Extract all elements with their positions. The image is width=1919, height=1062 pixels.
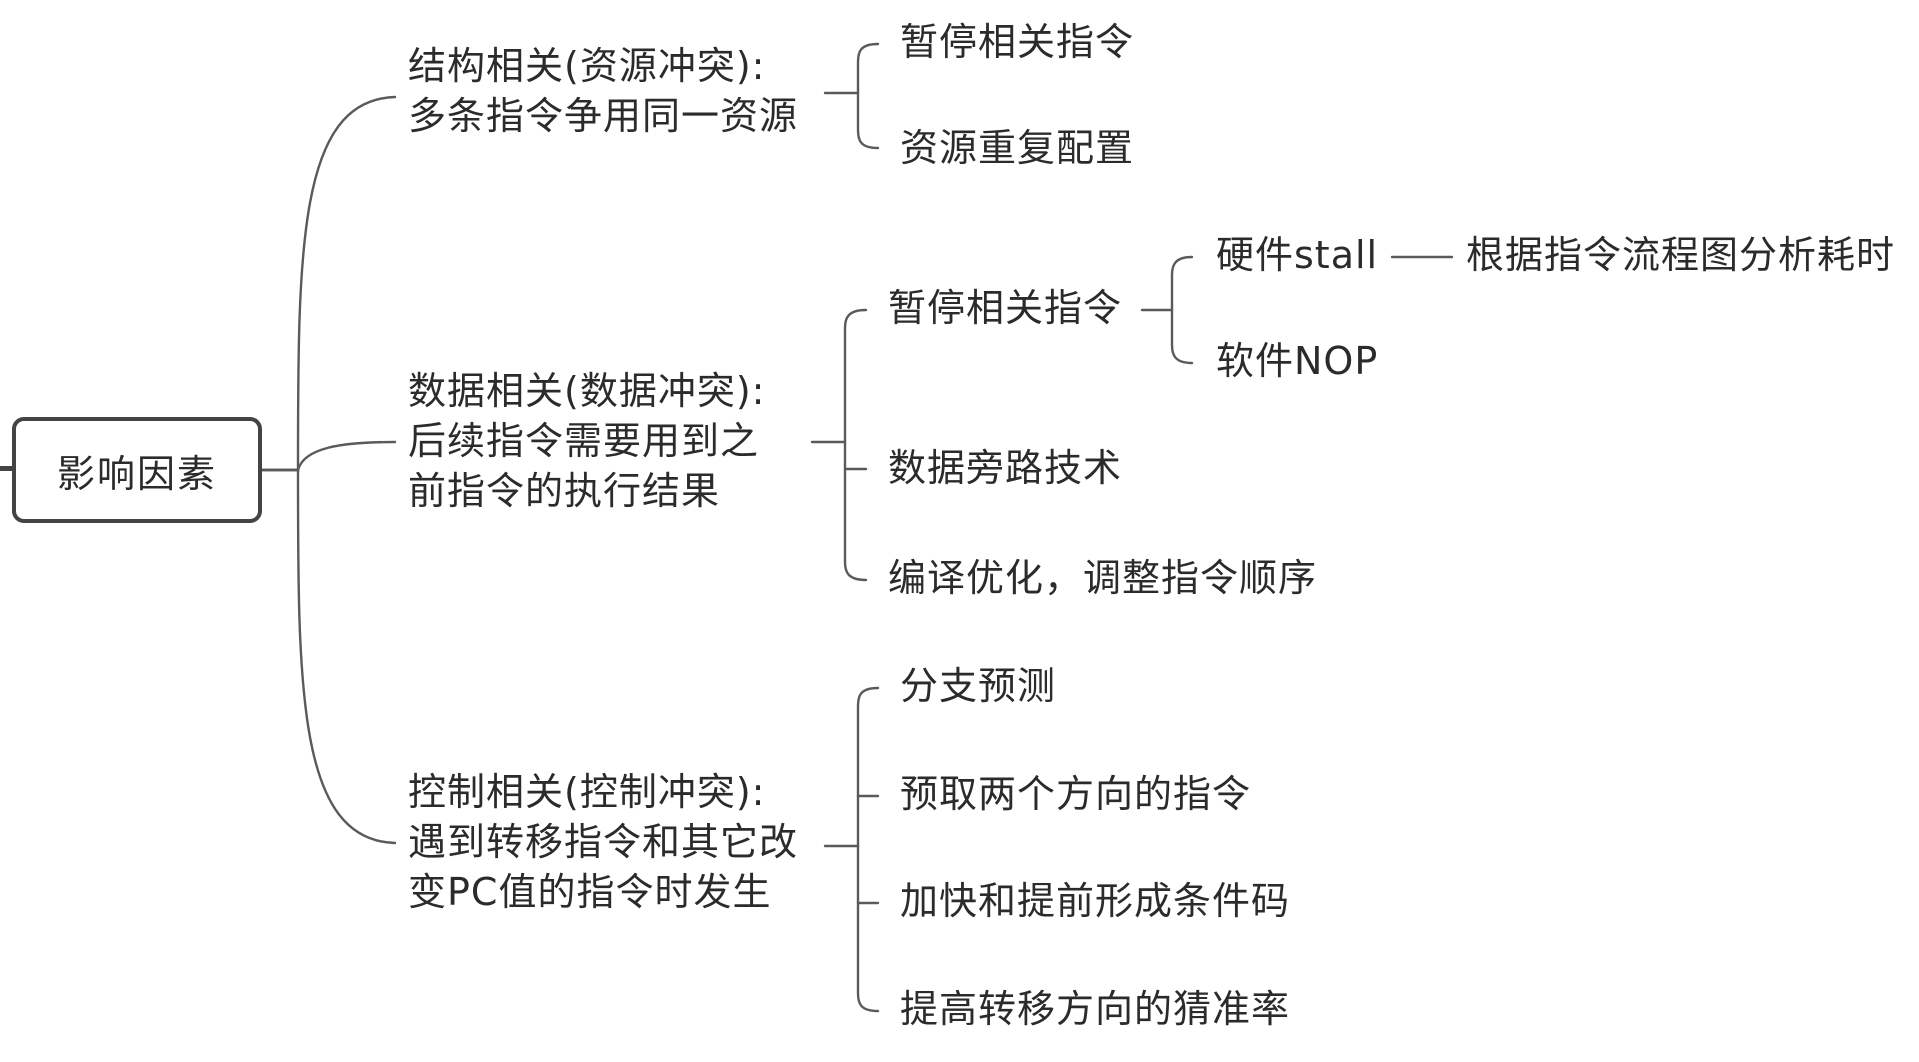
connector-root-control: [260, 468, 397, 845]
connector-data-bracket: [843, 308, 868, 582]
control-child-condition-code[interactable]: 加快和提前形成条件码: [900, 879, 1291, 923]
connector-root-structural: [260, 95, 397, 472]
branch-data-line-1: 数据相关(数据冲突):: [408, 369, 766, 413]
branch-structural[interactable]: 结构相关(资源冲突): 多条指令争用同一资源: [408, 41, 798, 141]
structural-child-duplicate[interactable]: 资源重复配置: [900, 126, 1135, 170]
branch-structural-line-2: 多条指令争用同一资源: [408, 94, 799, 138]
data-child-compile-opt[interactable]: 编译优化，调整指令顺序: [888, 556, 1318, 600]
connector-control-bracket: [856, 686, 880, 1013]
connector-structural-bracket: [856, 42, 880, 150]
root-label: 影响因素: [56, 451, 217, 496]
branch-data[interactable]: 数据相关(数据冲突): 后续指令需要用到之 前指令的执行结果: [408, 366, 765, 516]
connector-stall-bracket: [1170, 255, 1194, 365]
branch-structural-line-1: 结构相关(资源冲突):: [408, 44, 766, 88]
control-child-prefetch[interactable]: 预取两个方向的指令: [900, 772, 1252, 816]
stall-child-hardware[interactable]: 硬件stall: [1216, 233, 1379, 277]
control-child-branch-prediction[interactable]: 分支预测: [900, 664, 1057, 708]
branch-control-line-1: 控制相关(控制冲突):: [408, 770, 766, 814]
structural-child-stall[interactable]: 暂停相关指令: [900, 20, 1135, 64]
root-handle: [0, 466, 12, 471]
branch-control-line-3: 变PC值的指令时发生: [408, 870, 772, 914]
stall-child-software[interactable]: 软件NOP: [1216, 339, 1379, 383]
connector-root-data: [260, 440, 397, 472]
branch-data-line-3: 前指令的执行结果: [408, 469, 721, 513]
hardware-stall-detail[interactable]: 根据指令流程图分析耗时: [1466, 233, 1896, 277]
data-child-bypass[interactable]: 数据旁路技术: [888, 446, 1123, 490]
data-child-stall[interactable]: 暂停相关指令: [888, 286, 1123, 330]
control-child-accuracy[interactable]: 提高转移方向的猜准率: [900, 987, 1291, 1031]
root-node[interactable]: 影响因素: [12, 417, 262, 523]
branch-data-line-2: 后续指令需要用到之: [408, 419, 760, 463]
branch-control-line-2: 遇到转移指令和其它改: [408, 820, 799, 864]
branch-control[interactable]: 控制相关(控制冲突): 遇到转移指令和其它改 变PC值的指令时发生: [408, 767, 798, 917]
